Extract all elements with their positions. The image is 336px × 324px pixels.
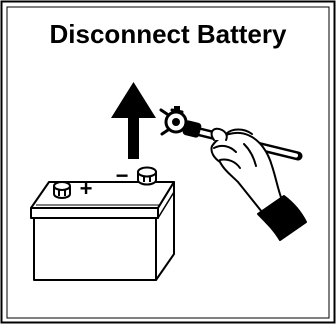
positive-sign: + <box>80 176 93 201</box>
positive-terminal <box>54 182 70 198</box>
panel-title: Disconnect Battery <box>50 19 287 49</box>
negative-sign: − <box>116 163 129 188</box>
negative-terminal <box>138 168 156 185</box>
car-battery-icon <box>31 168 174 281</box>
